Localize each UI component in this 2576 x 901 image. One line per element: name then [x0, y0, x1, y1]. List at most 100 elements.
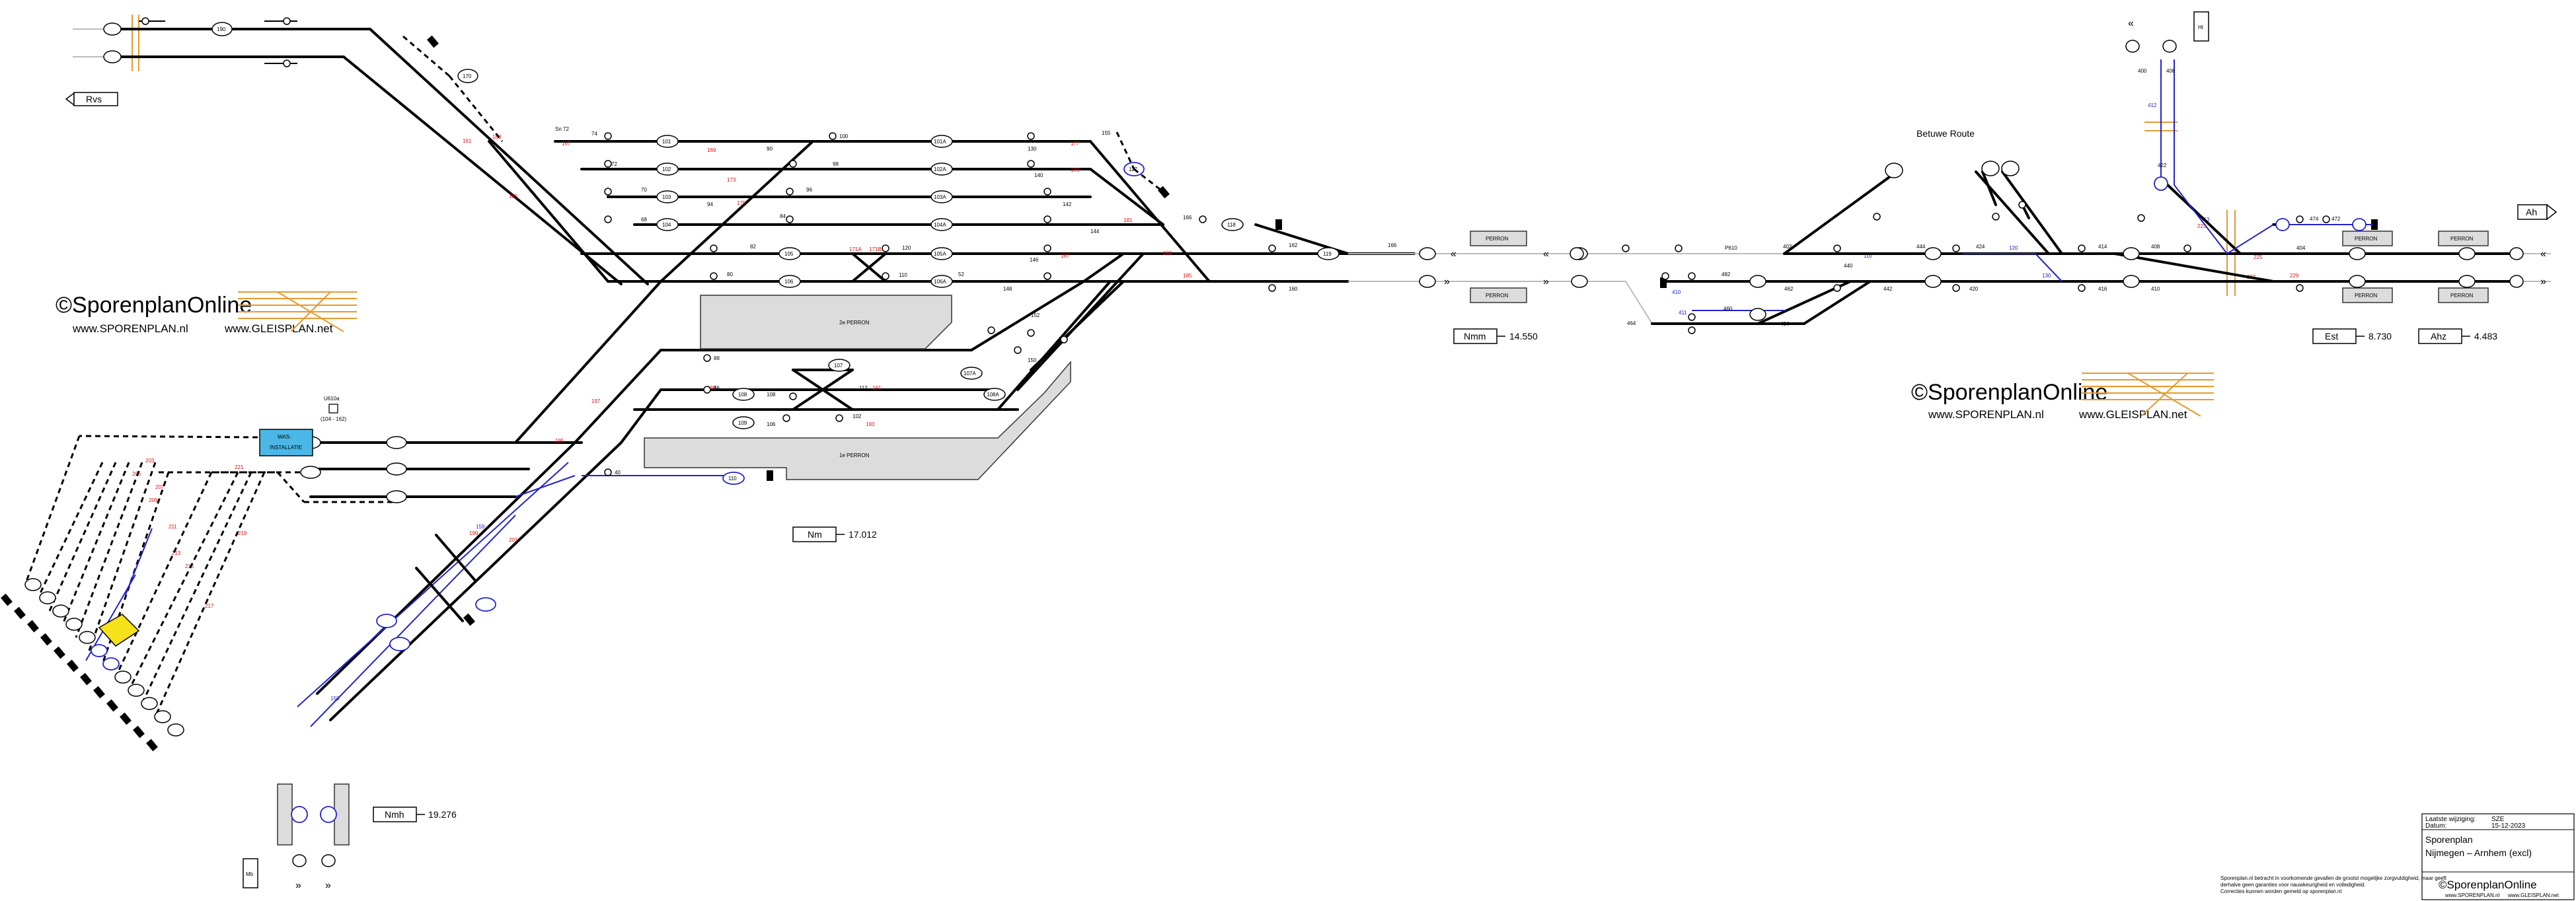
- blue-label: 412: [2148, 102, 2157, 108]
- station-rvs-box: Rvs: [65, 92, 118, 106]
- station-est-label: Est: [2325, 331, 2338, 342]
- track-105-label: 105: [784, 251, 794, 257]
- switch-label: 161: [463, 138, 472, 144]
- signal-label: 102: [852, 414, 862, 419]
- switch-label: 199: [469, 530, 478, 536]
- track-106-label: 106: [784, 279, 794, 285]
- left-entry-tracks: [73, 20, 649, 285]
- signal-label: 70: [641, 187, 647, 193]
- station-nmm-label: Nmm: [1464, 331, 1486, 342]
- switch-label: 169: [707, 147, 716, 153]
- logo-right: ©SporenplanOnline www.SPORENPLAN.nl www.…: [1911, 373, 2214, 421]
- left-entry-markers: [103, 17, 291, 67]
- arrow-right-icon: »: [2540, 276, 2546, 287]
- signal-label: 482: [1722, 271, 1731, 277]
- switch-label: 209: [149, 497, 158, 503]
- switch-label: 201: [509, 537, 518, 543]
- track-118-label: 118: [1227, 222, 1236, 228]
- perron-d-label: PERRON: [2355, 293, 2377, 299]
- logo-left-title: ©SporenplanOnline: [56, 293, 252, 318]
- station-nm-km: 17.012: [849, 529, 877, 540]
- signal-label: 166: [1183, 215, 1192, 221]
- yard-signals: [604, 132, 1276, 476]
- disclaimer-line1: Sporenplan.nl betracht in voorkomende ge…: [2220, 875, 2447, 881]
- track-105a-label: 105A: [934, 251, 946, 257]
- east-ovals: [1419, 40, 2524, 321]
- switch-label: 219: [238, 530, 247, 536]
- track-101a-label: 101A: [934, 139, 946, 145]
- switch-label: 193: [866, 421, 875, 427]
- station-est-km: 8.730: [2368, 331, 2392, 342]
- platform-1e-label: 1e PERRON: [839, 452, 870, 458]
- track-170-label: 170: [463, 73, 472, 79]
- track-119-label: 119: [1323, 251, 1332, 257]
- arrow-left-icon: «: [1451, 248, 1457, 260]
- switch-label: 223: [2197, 223, 2207, 229]
- track-109-label: 109: [738, 420, 747, 426]
- logo-right-url2: www.GLEISPLAN.net: [2078, 408, 2187, 421]
- signal-label: 440: [1844, 263, 1853, 269]
- depot-ends: [1, 593, 158, 752]
- track-104-label: 104: [662, 222, 671, 228]
- signal-label: 462: [1784, 286, 1794, 292]
- signal-label: 52: [958, 271, 964, 277]
- station-mb-label: Mb: [246, 871, 254, 877]
- track-104a-label: 104A: [934, 222, 946, 228]
- platform-perron-d: [2342, 287, 2393, 303]
- signal-label: 142: [1063, 201, 1072, 207]
- platform-perron-e: [2438, 231, 2489, 246]
- station-rvs-label: Rvs: [86, 94, 102, 104]
- platform-perron-c: [2342, 231, 2393, 246]
- signal-label: 460: [1724, 306, 1733, 312]
- blue-label: 158: [330, 696, 340, 702]
- switch-label: 195: [555, 438, 564, 444]
- wash-installation: WAS- INSTALLATIE U610a (104 - 162): [259, 396, 346, 456]
- disclaimer-line2: derhalve geen garanties voor nauwkeurigh…: [2220, 882, 2366, 888]
- signal-label: 404: [2296, 245, 2306, 251]
- signal-label: 144: [1090, 229, 1100, 234]
- signal-label: 106: [767, 421, 776, 427]
- signal-label: 100: [839, 133, 849, 139]
- track-102a-label: 102A: [934, 166, 946, 172]
- track-107-label: 107: [834, 363, 843, 369]
- switch-label: 187: [1061, 253, 1070, 259]
- signal-label: 74: [591, 131, 597, 137]
- signal-label: P610: [1725, 245, 1737, 251]
- title-block: Laatste wijziging: SZE Datum: 15-12-2023…: [2421, 813, 2575, 900]
- switch-label: 183: [1163, 250, 1172, 256]
- signal-label: 130: [1028, 146, 1037, 152]
- switch-label: 173: [727, 177, 736, 183]
- switch-label: 215: [185, 563, 194, 569]
- track-108a-label: 108A: [987, 392, 999, 398]
- platform-labels: 2e PERRON 1e PERRON PERRON PERRON PERRON…: [839, 236, 2473, 458]
- track-110-label: 110: [728, 476, 737, 482]
- blue-label: 130: [2042, 273, 2051, 279]
- track-106a-label: 106A: [934, 279, 946, 285]
- yard-signal-labels: 74 72 70 68 100 90 98 96 94 84 82 80 120…: [555, 126, 1397, 476]
- signal-label: 444: [1916, 244, 1926, 250]
- logo-right-title: ©SporenplanOnline: [1911, 380, 2107, 405]
- signal-label: 420: [1969, 286, 1979, 292]
- station-ahz: Ahz 4.483: [2418, 328, 2497, 344]
- switch-label: 175: [737, 200, 746, 206]
- platform-perron-b: [1470, 287, 1527, 303]
- logo-left: ©SporenplanOnline www.SPORENPLAN.nl www.…: [56, 291, 357, 335]
- signal-label: 96: [806, 187, 812, 193]
- platform-nmh-a: [277, 783, 293, 846]
- switch-label: 203: [145, 458, 155, 464]
- signal-label: 68: [641, 217, 647, 223]
- arrow-left-icon: «: [1543, 248, 1549, 260]
- blue-label: 159: [476, 524, 485, 530]
- signal-label: 474: [2310, 216, 2319, 222]
- signal-label: 110: [899, 272, 907, 278]
- uk-sub-label: (104 - 162): [321, 416, 346, 422]
- signal-label: 88: [714, 355, 720, 361]
- tb-row2-val: 15-12-2023: [2491, 822, 2526, 830]
- station-nm: Nm 17.012: [792, 526, 877, 542]
- blue-label: 110: [1864, 253, 1872, 259]
- tb-logo-url1: www.SPORENPLAN.nl: [2444, 892, 2499, 898]
- switch-label: 191: [872, 385, 882, 391]
- signal-label: 146: [1030, 257, 1039, 263]
- station-ah-label: Ah: [2526, 207, 2537, 217]
